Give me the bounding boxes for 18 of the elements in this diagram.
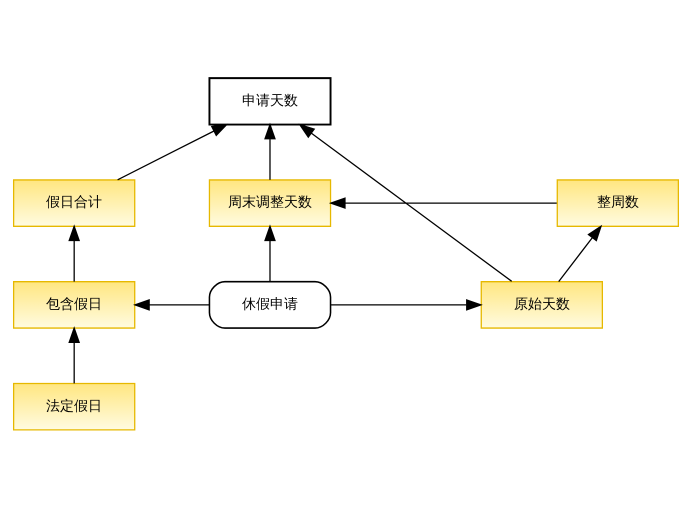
arrow — [558, 224, 602, 282]
arrow — [68, 326, 80, 383]
node-box: 包含假日 — [12, 280, 136, 328]
arrow — [264, 122, 276, 180]
arrow — [298, 123, 512, 282]
arrow — [68, 224, 80, 282]
arrow — [133, 298, 210, 310]
arrow — [117, 123, 228, 180]
node-box: 整周数 — [556, 178, 680, 226]
node-box: 休假申请 — [208, 280, 332, 328]
node-box: 假日合计 — [12, 178, 136, 226]
node-box: 周末调整天数 — [208, 178, 332, 226]
arrow — [264, 224, 276, 282]
node-box: 原始天数 — [480, 280, 603, 328]
node-box: 法定假日 — [12, 382, 136, 430]
arrow — [328, 196, 557, 208]
arrow — [331, 298, 483, 310]
node-box: 申请天数 — [208, 76, 332, 125]
